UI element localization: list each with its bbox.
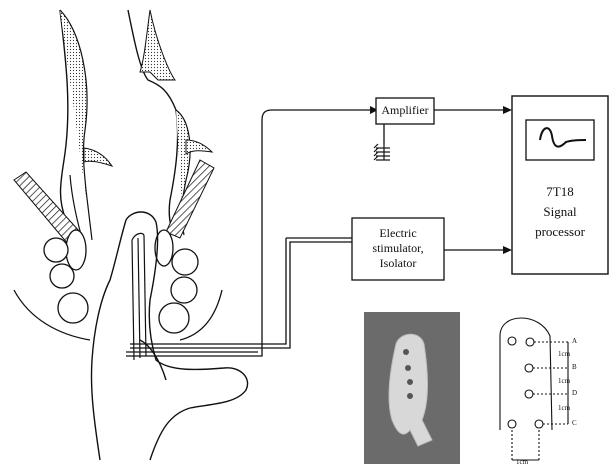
spacing-label-1: 1cm: [558, 350, 570, 358]
electrode-schematic: [500, 318, 568, 462]
left-fold-circles: [44, 230, 88, 323]
point-label-c: C: [572, 419, 577, 427]
vocal-tract-left: [60, 10, 112, 245]
point-label-d: D: [572, 389, 577, 397]
bottom-spacing-label: 1cm: [516, 458, 528, 466]
ground-symbol-icon: [374, 144, 390, 160]
point-label-a: A: [572, 337, 577, 345]
finger-electrode: [132, 233, 146, 360]
spacing-label-3: 1cm: [558, 404, 570, 412]
electrode-photo: [364, 312, 460, 464]
stimulator-label: Electric stimulator, Isolator: [352, 226, 444, 271]
processor-line-1: 7T18: [512, 182, 608, 202]
spacing-label-2: 1cm: [558, 377, 570, 385]
processor-line-3: processor: [512, 222, 608, 242]
stimulator-line-1: Electric: [352, 226, 444, 241]
amplifier-label: Amplifier: [376, 103, 434, 118]
right-fold-circles: [155, 230, 198, 333]
vocal-tract-right: [128, 10, 212, 235]
stimulator-line-2: stimulator,: [352, 241, 444, 256]
processor-line-2: Signal: [512, 202, 608, 222]
point-label-b: B: [572, 363, 577, 371]
processor-label: 7T18 Signal processor: [512, 182, 608, 242]
stimulator-line-3: Isolator: [352, 256, 444, 271]
